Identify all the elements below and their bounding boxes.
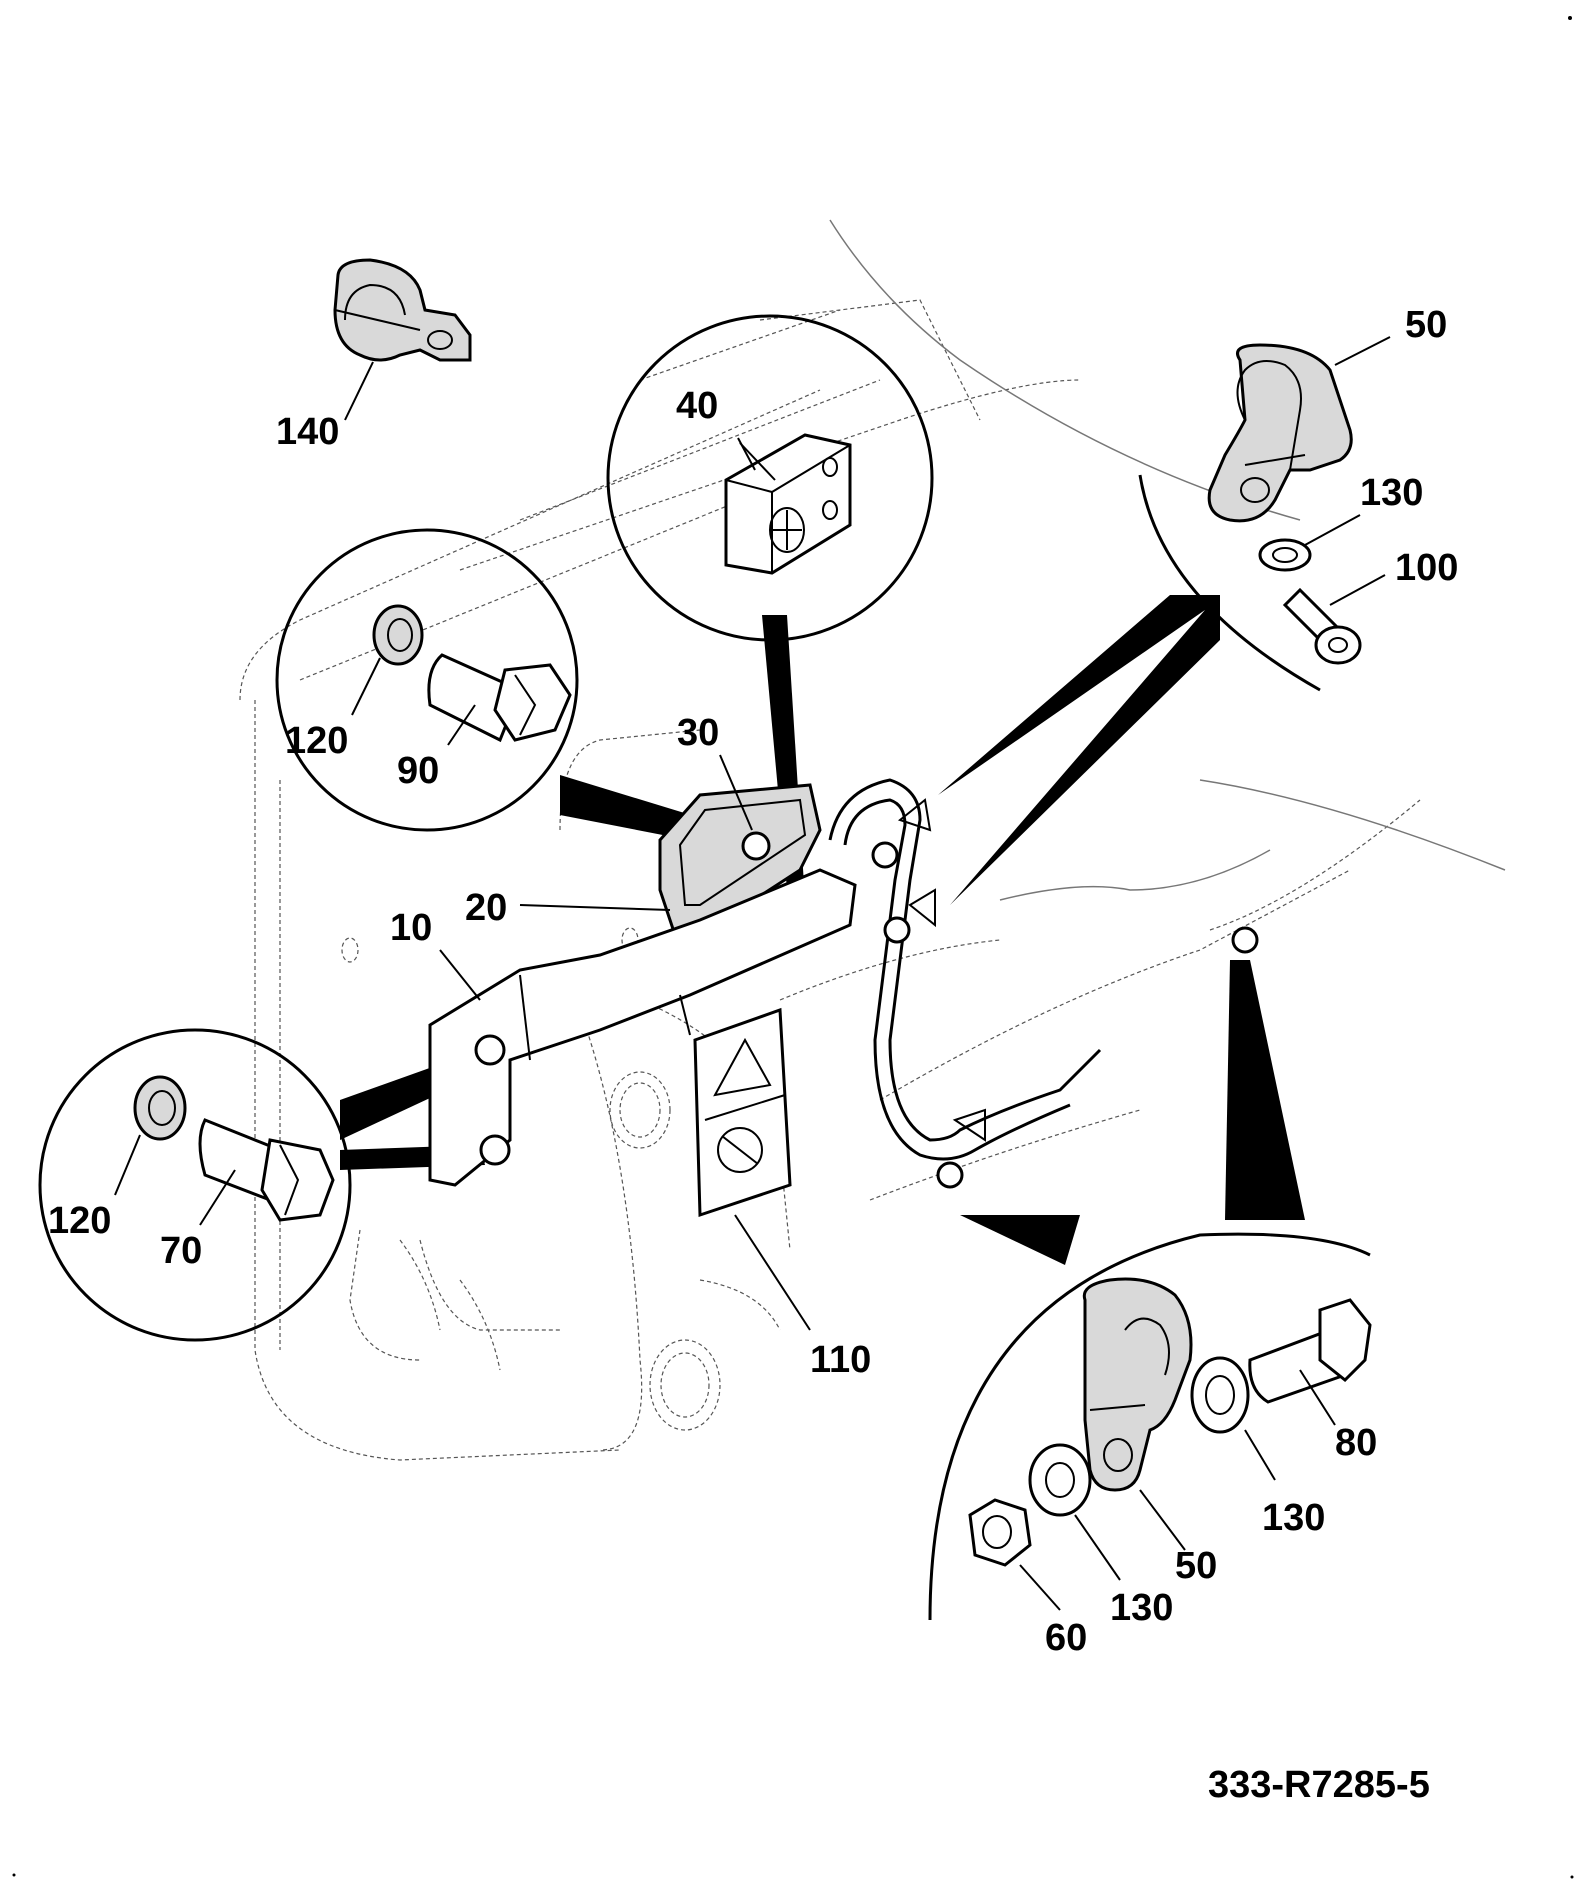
bracket-bolt-upper [474, 1034, 506, 1066]
pinch-hazard-icon [713, 1037, 772, 1097]
nut-60 [968, 1498, 1032, 1567]
callout-20: 20 [465, 887, 507, 929]
main-assembly [428, 778, 1259, 1218]
callout-130-top: 130 [1360, 472, 1423, 514]
callout-70: 70 [160, 1230, 202, 1272]
callout-10: 10 [390, 907, 432, 949]
callout-110: 110 [810, 1339, 871, 1381]
washer-130-right [1190, 1356, 1250, 1434]
boom-outline [829, 219, 1506, 901]
bolt-70 [198, 1118, 335, 1222]
callout-labels: 140 40 50 130 100 120 90 30 20 10 120 70… [48, 304, 1458, 1659]
callout-100: 100 [1395, 547, 1458, 589]
bolt-90 [427, 653, 572, 743]
drawing-number: 333-R7285-5 [1208, 1764, 1430, 1806]
cable-clip-bolt-1 [871, 841, 899, 869]
callout-120-lower: 120 [48, 1200, 111, 1242]
callout-90: 90 [397, 750, 439, 792]
detail-circle-120-70 [38, 1028, 490, 1342]
bracket-bolt-lower [479, 1134, 511, 1166]
callout-140: 140 [276, 411, 339, 453]
cable-clip-bolt-2 [883, 916, 911, 944]
screw-100 [1282, 587, 1362, 665]
detail-circle-upper-right [938, 343, 1362, 905]
washer-130-upper [1258, 538, 1312, 572]
leader-lines [114, 336, 1391, 1611]
detail-circle-lower-right [928, 960, 1372, 1621]
registration-marks [12, 16, 1574, 1879]
decal-110 [693, 1007, 792, 1218]
frame-nut [1231, 926, 1259, 954]
clamp-140 [333, 258, 472, 362]
plate-40 [724, 433, 852, 575]
callout-50-bottom: 50 [1175, 1545, 1217, 1587]
background-structure [239, 299, 1421, 1461]
detail-circle-120-90 [275, 528, 740, 850]
callout-120-upper: 120 [285, 720, 348, 762]
callout-130-bottom: 130 [1110, 1587, 1173, 1629]
p-clip-50-upper [1207, 343, 1353, 523]
bracket-10 [428, 868, 857, 1187]
no-hand-icon [717, 1127, 763, 1173]
callout-60: 60 [1045, 1617, 1087, 1659]
callout-130-right: 130 [1262, 1497, 1325, 1539]
p-clip-50-lower [1082, 1277, 1193, 1492]
washer-130-bottom [1028, 1443, 1092, 1517]
washer-120-upper [372, 604, 424, 666]
callout-40: 40 [676, 385, 718, 427]
washer-120-lower [133, 1075, 187, 1141]
callout-80: 80 [1335, 1422, 1377, 1464]
bolt-80 [1248, 1298, 1372, 1404]
callout-30: 30 [677, 712, 719, 754]
callout-50-top: 50 [1405, 304, 1447, 346]
cable-clip-bolt-3 [936, 1161, 964, 1189]
bolt-30 [741, 831, 771, 861]
